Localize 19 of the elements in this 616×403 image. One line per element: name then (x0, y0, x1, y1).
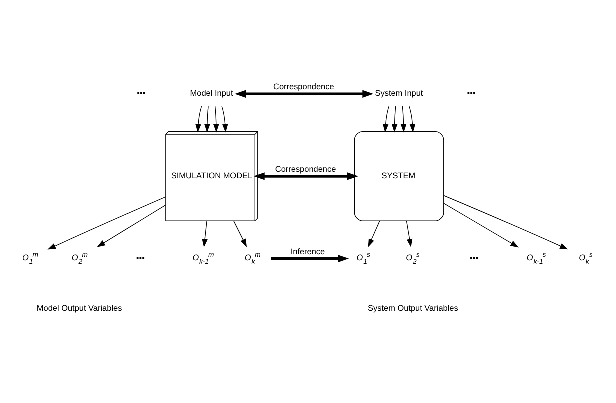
arrow (202, 220, 208, 248)
arrow (444, 195, 568, 250)
arrow (214, 106, 220, 133)
arrow (406, 220, 413, 248)
arrow (97, 205, 166, 248)
arrow (235, 90, 374, 98)
arrow (392, 106, 398, 133)
arrow (204, 106, 210, 133)
arrow (444, 203, 519, 248)
arrow (254, 172, 358, 180)
arrow (271, 254, 350, 263)
arrow (400, 106, 407, 133)
arrow (382, 106, 390, 133)
arrow (222, 106, 228, 133)
arrow (368, 220, 380, 248)
arrow (196, 106, 202, 133)
arrow (234, 220, 248, 248)
arrow (48, 196, 166, 250)
arrow (409, 106, 416, 133)
